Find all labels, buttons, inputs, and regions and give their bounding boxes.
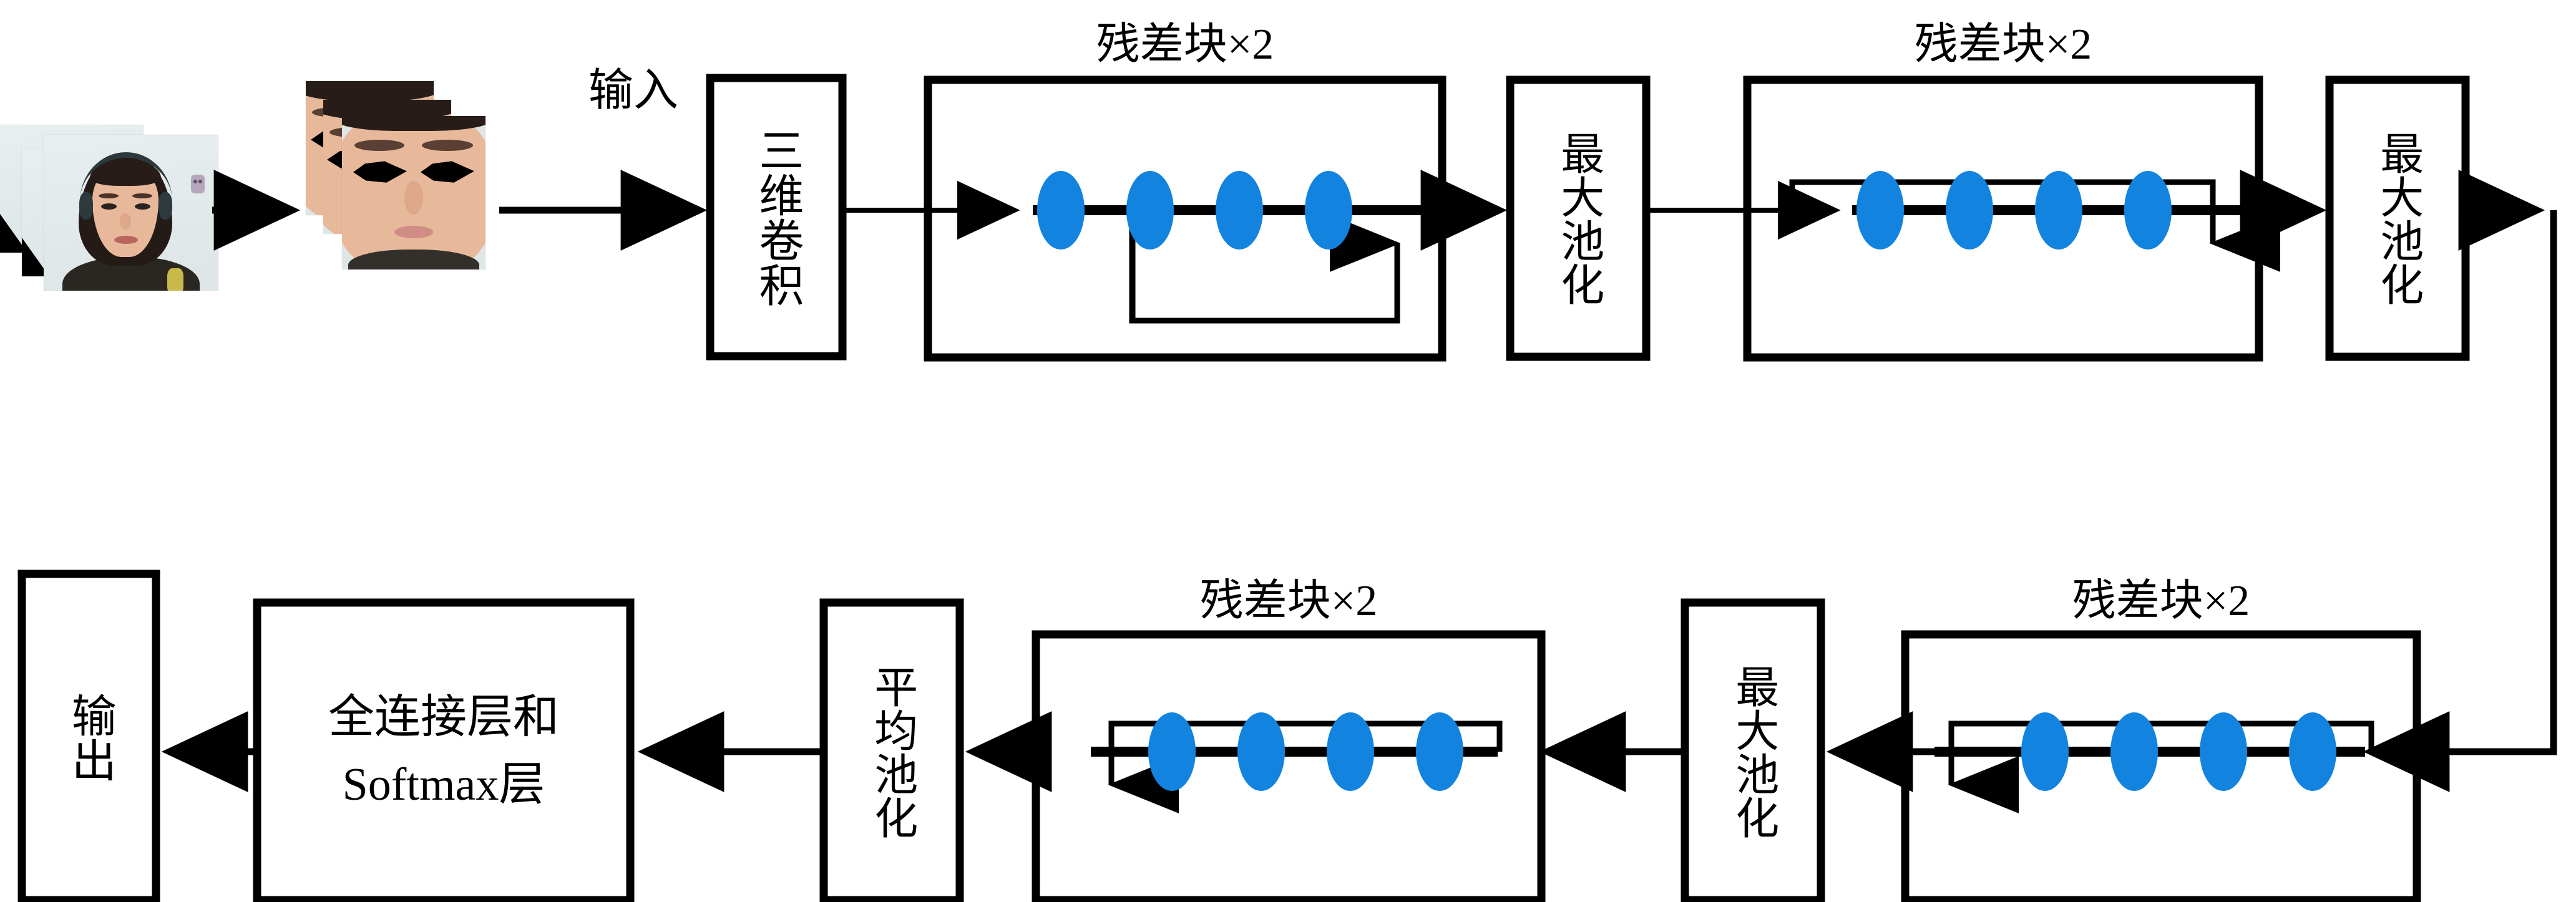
neuron-node	[1237, 712, 1285, 791]
res-block-4-caption: 残差块×2	[1199, 577, 1378, 625]
raw-face-frame-stack	[0, 94, 250, 291]
neuron-node	[1126, 171, 1174, 250]
neuron-node	[2124, 171, 2172, 250]
raw-face-frame-1	[44, 135, 218, 291]
maxpool-2-label: 最大池化	[2373, 131, 2422, 306]
avgpool-label: 平均池化	[867, 664, 916, 839]
fc-block-line1: 全连接层和	[328, 692, 559, 744]
neuron-node	[1856, 171, 1904, 250]
maxpool-2-box	[2325, 75, 2470, 361]
res-block-4-box	[1032, 630, 1546, 902]
output-box	[17, 570, 160, 902]
maxpool-3-box	[1681, 598, 1825, 902]
output-label: 输出	[64, 692, 115, 782]
avgpool-box	[819, 598, 964, 902]
res-block-2-box	[1743, 75, 2263, 362]
maxpool-1-box	[1506, 75, 1651, 361]
row-wrap-connector	[2421, 210, 2557, 755]
neuron-node	[1148, 712, 1196, 791]
cropped-face-frame-1	[342, 116, 485, 269]
fc-block-label: 全连接层和 Softmax层	[257, 603, 630, 900]
res-block-1-box	[924, 75, 1447, 362]
neuron-node	[1327, 712, 1374, 791]
res-block-1-caption: 残差块×2	[1096, 21, 1274, 69]
neuron-node	[1216, 171, 1263, 250]
neuron-node	[1037, 171, 1085, 250]
neuron-node	[2035, 171, 2082, 250]
fc-block-box	[253, 598, 635, 902]
res-block-1-skip-path	[1129, 210, 1401, 324]
fc-block-line2: Softmax层	[342, 759, 545, 810]
neuron-node	[2200, 712, 2247, 791]
input-label: 输入	[588, 65, 679, 115]
cropped-face-frame-stack	[306, 81, 568, 269]
maxpool-3-label: 最大池化	[1729, 664, 1777, 839]
res-block-3-box	[1901, 630, 2421, 902]
neuron-node	[1946, 171, 1993, 250]
conv-block-box	[706, 74, 847, 361]
neuron-node	[2110, 712, 2158, 791]
res-block-2-caption: 残差块×2	[1914, 21, 2092, 69]
res-block-3-caption: 残差块×2	[2072, 577, 2250, 625]
neuron-node	[1416, 712, 1463, 791]
neuron-node	[2021, 712, 2069, 791]
maxpool-1-label: 最大池化	[1554, 131, 1603, 306]
conv-block-label: 三维卷积	[751, 127, 802, 307]
neuron-node	[1305, 171, 1352, 250]
neuron-node	[2289, 712, 2336, 791]
residual-node-group	[1037, 171, 2336, 791]
